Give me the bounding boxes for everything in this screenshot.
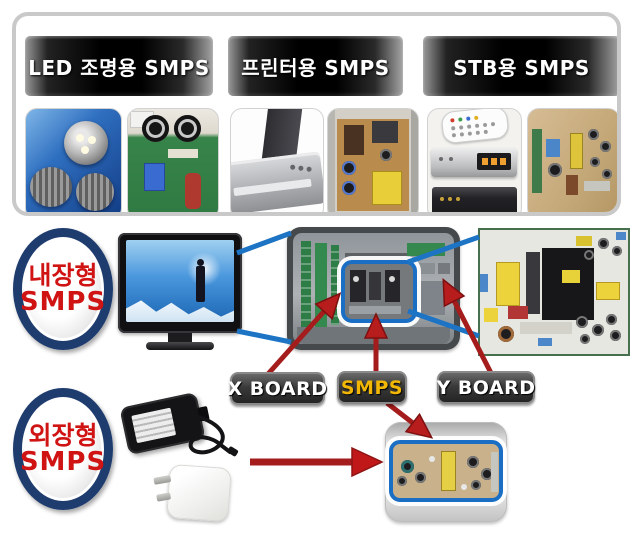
product-category-panel: LED 조명용 SMPS 프린터용 SMPS STB용 SMPS: [12, 12, 621, 216]
printer-smps-board-photo: [327, 108, 419, 212]
set-top-box-icon: [431, 147, 517, 177]
led-bulb-icon: [64, 121, 108, 165]
set-top-box-icon: [432, 187, 517, 212]
internal-smps-badge: 내장형 SMPS: [13, 228, 113, 350]
internal-smps-badge-line1: 내장형: [28, 260, 98, 290]
banner-led-smps: LED 조명용 SMPS: [25, 36, 213, 96]
climber-silhouette-icon: [196, 259, 205, 302]
stb-with-remote-photo: [427, 108, 522, 212]
mountains-icon: [126, 300, 234, 322]
led-bulb-icon: [30, 167, 72, 207]
external-smps-badge-line2: SMPS: [19, 447, 107, 478]
external-smps-badge-line1: 외장형: [28, 420, 98, 450]
banner-stb-smps: STB용 SMPS: [423, 36, 617, 96]
tv-stand-base: [146, 342, 214, 350]
laptop-adapter-photo: [118, 383, 222, 467]
smps-label: SMPS: [337, 371, 407, 404]
external-smps-board-holder: [385, 422, 507, 522]
tv-smps-board-photo: [478, 228, 630, 356]
external-smps-board-photo: [389, 440, 503, 502]
tv-screen: [126, 240, 234, 322]
banner-printer-smps: 프린터용 SMPS: [228, 36, 403, 96]
smps-highlight-box: [341, 260, 417, 323]
internal-smps-badge-line2: SMPS: [19, 287, 107, 318]
external-smps-badge: 외장형 SMPS: [13, 388, 113, 510]
led-bulbs-photo: [25, 108, 122, 212]
led-bulb-icon: [76, 173, 114, 211]
printer-photo: [230, 108, 324, 212]
remote-control-icon: [440, 109, 510, 145]
tv-stand-neck: [168, 333, 192, 342]
banner-stb-smps-label: STB용 SMPS: [453, 55, 590, 80]
x-board-label: X BOARD: [228, 372, 327, 405]
stb-smps-board-photo: [527, 108, 617, 212]
banner-printer-smps-label: 프린터용 SMPS: [241, 55, 390, 80]
y-board-label: Y BOARD: [436, 371, 535, 404]
banner-led-smps-label: LED 조명용 SMPS: [28, 55, 210, 80]
usb-wall-charger-photo: [153, 463, 232, 523]
led-driver-board-photo: [127, 108, 219, 212]
